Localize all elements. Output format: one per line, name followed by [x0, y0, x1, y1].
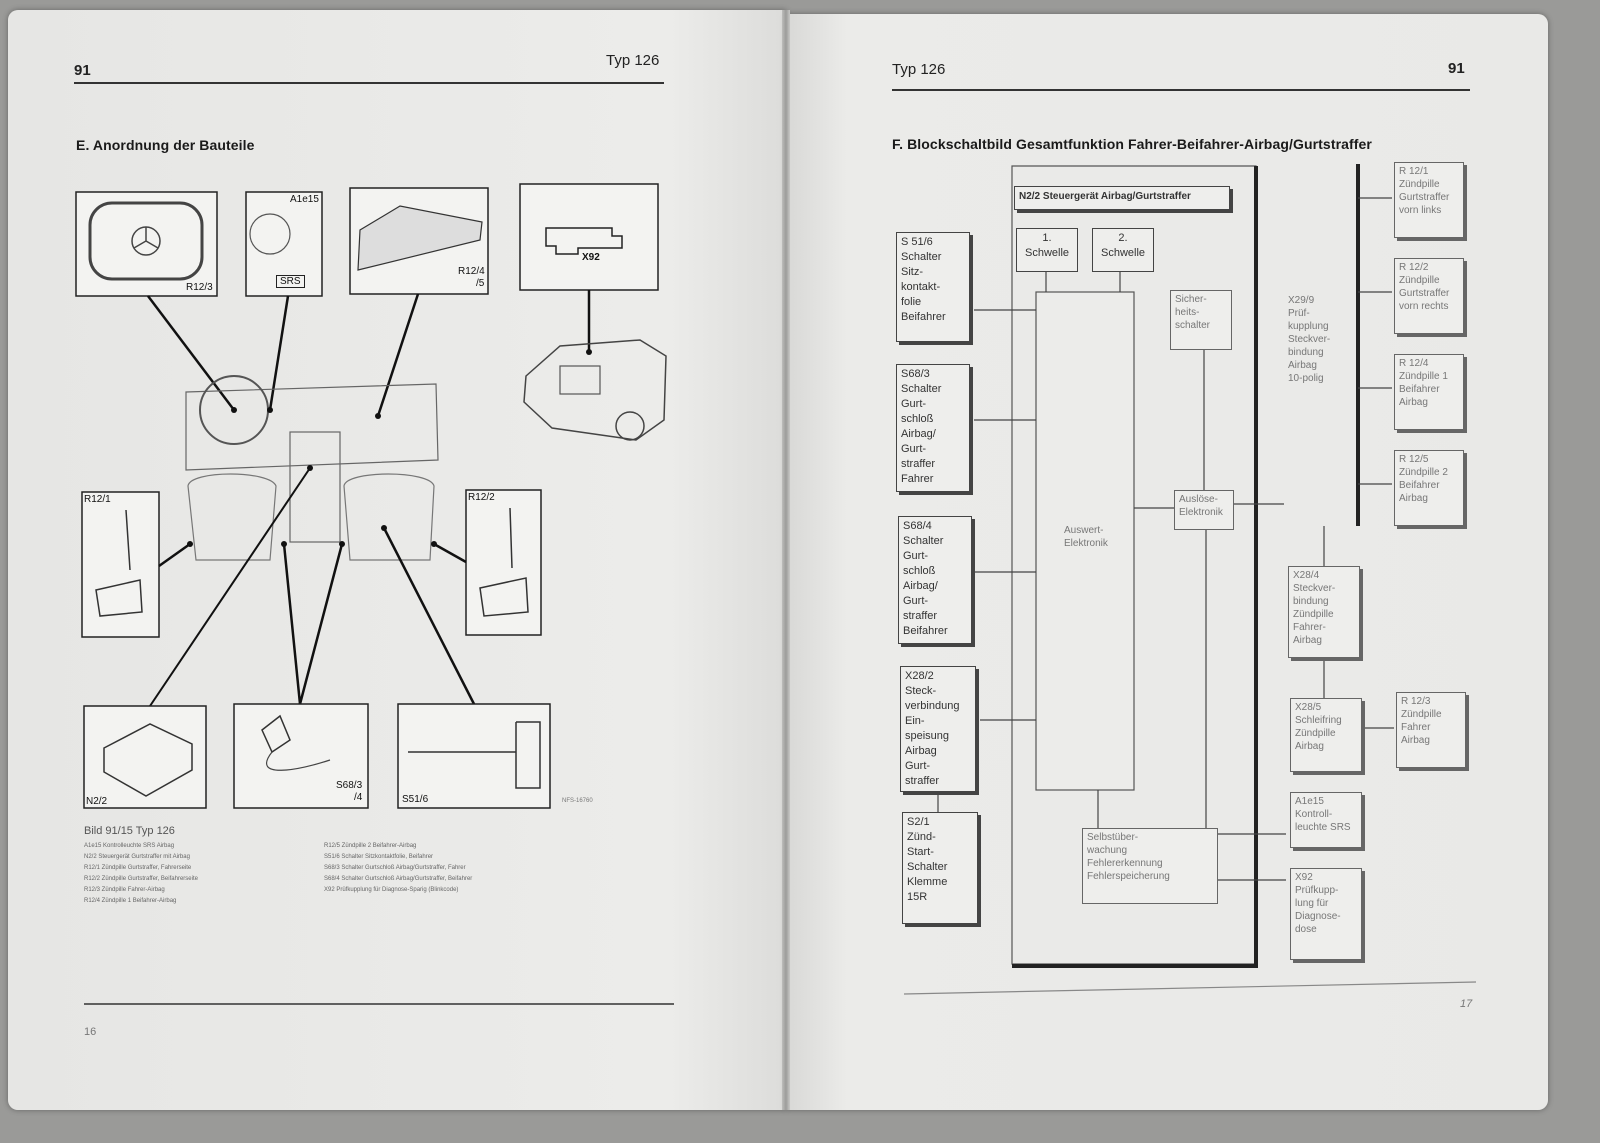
input-s68-3-box: S68/3 Schalter Gurt- schloß Airbag/ Gurt… [896, 364, 970, 492]
label-a1e15: A1e15 [290, 194, 319, 205]
input-s68-4-box: S68/4 Schalter Gurt- schloß Airbag/ Gurt… [898, 516, 972, 644]
legend-item: R12/4 Zündpille 1 Beifahrer-Airbag [84, 898, 177, 904]
self-monitoring-box: Selbstüber- wachung Fehlererkennung Fehl… [1082, 828, 1218, 904]
legend-item: R12/1 Zündpille Gurtstraffer, Fahrerseit… [84, 865, 192, 871]
label-n2-2: N2/2 [86, 796, 108, 807]
threshold-2-box: 2. Schwelle [1092, 228, 1154, 272]
x92-diagnosis-box: X92 Prüfkupp- lung für Diagnose- dose [1290, 868, 1362, 960]
safety-switch-box: Sicher- heits- schalter [1170, 290, 1232, 350]
output-r12-3-box: R 12/3 Zündpille Fahrer Airbag [1396, 692, 1466, 768]
right-page-bottom-number: 17 [1460, 998, 1473, 1010]
label-s51-6: S51/6 [402, 794, 429, 805]
legend-item: X92 Prüfkupplung für Diagnose-Sparig (Bl… [324, 887, 459, 893]
legend-item: R12/3 Zündpille Fahrer-Airbag [84, 887, 165, 893]
evaluation-electronics-label: Auswert- Elektronik [1064, 525, 1108, 549]
legend-item: S68/4 Schalter Gurtschloß Airbag/Gurtstr… [324, 876, 473, 882]
a1e15-lamp-box: A1e15 Kontroll- leuchte SRS [1290, 792, 1362, 848]
left-page-number: 91 [74, 62, 91, 79]
output-r12-1-box: R 12/1 Zündpille Gurtstraffer vorn links [1394, 162, 1464, 238]
output-r12-4-box: R 12/4 Zündpille 1 Beifahrer Airbag [1394, 354, 1464, 430]
figure-caption: Bild 91/15 Typ 126 [84, 825, 175, 837]
x28-5-box: X28/5 Schleifring Zündpille Airbag [1290, 698, 1362, 772]
output-r12-2-box: R 12/2 Zündpille Gurtstraffer vorn recht… [1394, 258, 1464, 334]
input-x28-2-box: X28/2 Steck- verbindung Ein- speisung Ai… [900, 666, 976, 792]
label-r12-2: R12/2 [468, 492, 495, 503]
input-s2-1-box: S2/1 Zünd- Start- Schalter Klemme 15R [902, 812, 978, 924]
left-section-heading: E. Anordnung der Bauteile [76, 137, 255, 153]
right-page-number: 91 [1448, 60, 1465, 77]
label-srs: SRS [276, 275, 305, 288]
left-type-label: Typ 126 [606, 52, 660, 69]
right-type-label: Typ 126 [892, 61, 946, 78]
input-s51-6-box: S 51/6 Schalter Sitz- kontakt- folie Bei… [896, 232, 970, 342]
threshold-1-box: 1. Schwelle [1016, 228, 1078, 272]
book-spine [782, 10, 790, 1110]
output-r12-5-box: R 12/5 Zündpille 2 Beifahrer Airbag [1394, 450, 1464, 526]
label-s68-3: S68/3 [336, 780, 363, 791]
legend-item: S68/3 Schalter Gurtschloß Airbag/Gurtstr… [324, 865, 466, 871]
legend-item: N2/2 Steuergerät Gurtstraffer mit Airbag [84, 854, 190, 860]
legend-item: R12/5 Zündpille 2 Beifahrer-Airbag [324, 843, 417, 849]
left-header-rule [74, 82, 664, 84]
x28-4-box: X28/4 Steckver- bindung Zündpille Fahrer… [1288, 566, 1360, 658]
controller-title-box: N2/2 Steuergerät Airbag/Gurtstraffer [1014, 186, 1230, 210]
left-page-bottom-number: 16 [84, 1026, 97, 1038]
legend-item: A1e15 Kontrolleuchte SRS Airbag [84, 843, 175, 849]
label-r12-4: R12/4 [458, 266, 485, 277]
label-r12-5: /5 [476, 278, 485, 289]
trigger-electronics-box: Auslöse- Elektronik [1174, 490, 1234, 530]
legend-item: R12/2 Zündpille Gurtstraffer, Beifahrers… [84, 876, 198, 882]
x29-9-label: X29/9 Prüf- kupplung Steckver- bindung A… [1288, 295, 1331, 384]
label-x92: X92 [582, 252, 600, 263]
right-header-rule [892, 89, 1470, 91]
label-r12-3: R12/3 [186, 282, 213, 293]
label-s68-4: /4 [354, 792, 363, 803]
label-r12-1: R12/1 [84, 494, 111, 505]
image-reference: NFS-16760 [562, 798, 593, 804]
right-section-heading: F. Blockschaltbild Gesamtfunktion Fahrer… [892, 136, 1372, 152]
legend-item: S51/6 Schalter Sitzkontaktfolie, Beifahr… [324, 854, 434, 860]
